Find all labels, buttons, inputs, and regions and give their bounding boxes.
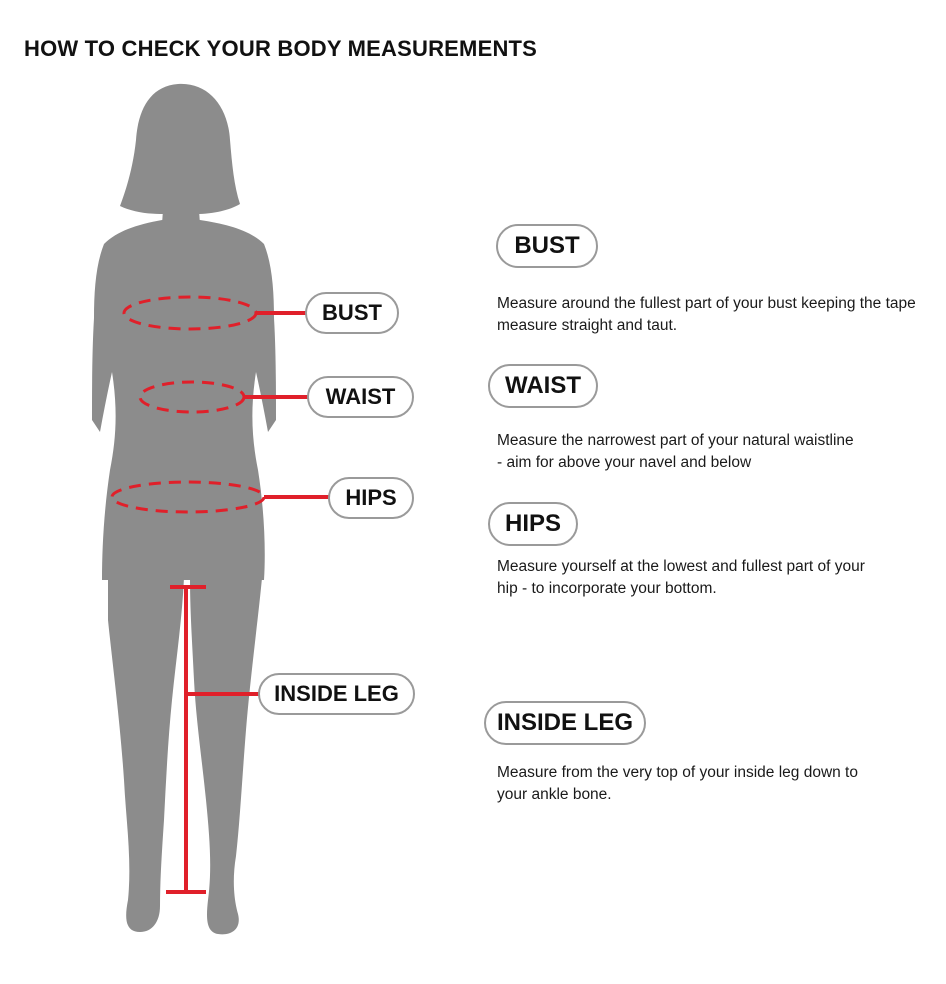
- page-title: HOW TO CHECK YOUR BODY MEASUREMENTS: [24, 36, 538, 61]
- figure-label-inside-leg: INSIDE LEG: [258, 673, 415, 715]
- section-heading-inside-leg: INSIDE LEG: [484, 701, 646, 745]
- left-leg-shape: [108, 578, 184, 932]
- woman-silhouette: [92, 83, 276, 935]
- waist-marker: [138, 380, 308, 414]
- neck-shape: [162, 196, 200, 224]
- section-heading-waist: WAIST: [488, 364, 598, 408]
- figure-label-bust: BUST: [305, 292, 399, 334]
- section-heading-hips: HIPS: [488, 502, 578, 546]
- bust-marker: [122, 295, 308, 331]
- inside-leg-marker: [166, 585, 262, 894]
- section-heading-bust: BUST: [496, 224, 598, 268]
- figure-label-hips: HIPS: [328, 477, 414, 519]
- figure-label-waist: WAIST: [307, 376, 414, 418]
- section-text-bust: Measure around the fullest part of your …: [497, 295, 916, 334]
- section-text-inside-leg: Measure from the very top of your inside…: [497, 764, 858, 803]
- section-text-hips: Measure yourself at the lowest and fulle…: [497, 558, 865, 597]
- torso-dress-shape: [92, 220, 276, 580]
- head-shape: [120, 83, 240, 214]
- section-text-waist: Measure the narrowest part of your natur…: [497, 432, 854, 471]
- right-leg-shape: [190, 578, 262, 935]
- hips-marker: [110, 480, 332, 514]
